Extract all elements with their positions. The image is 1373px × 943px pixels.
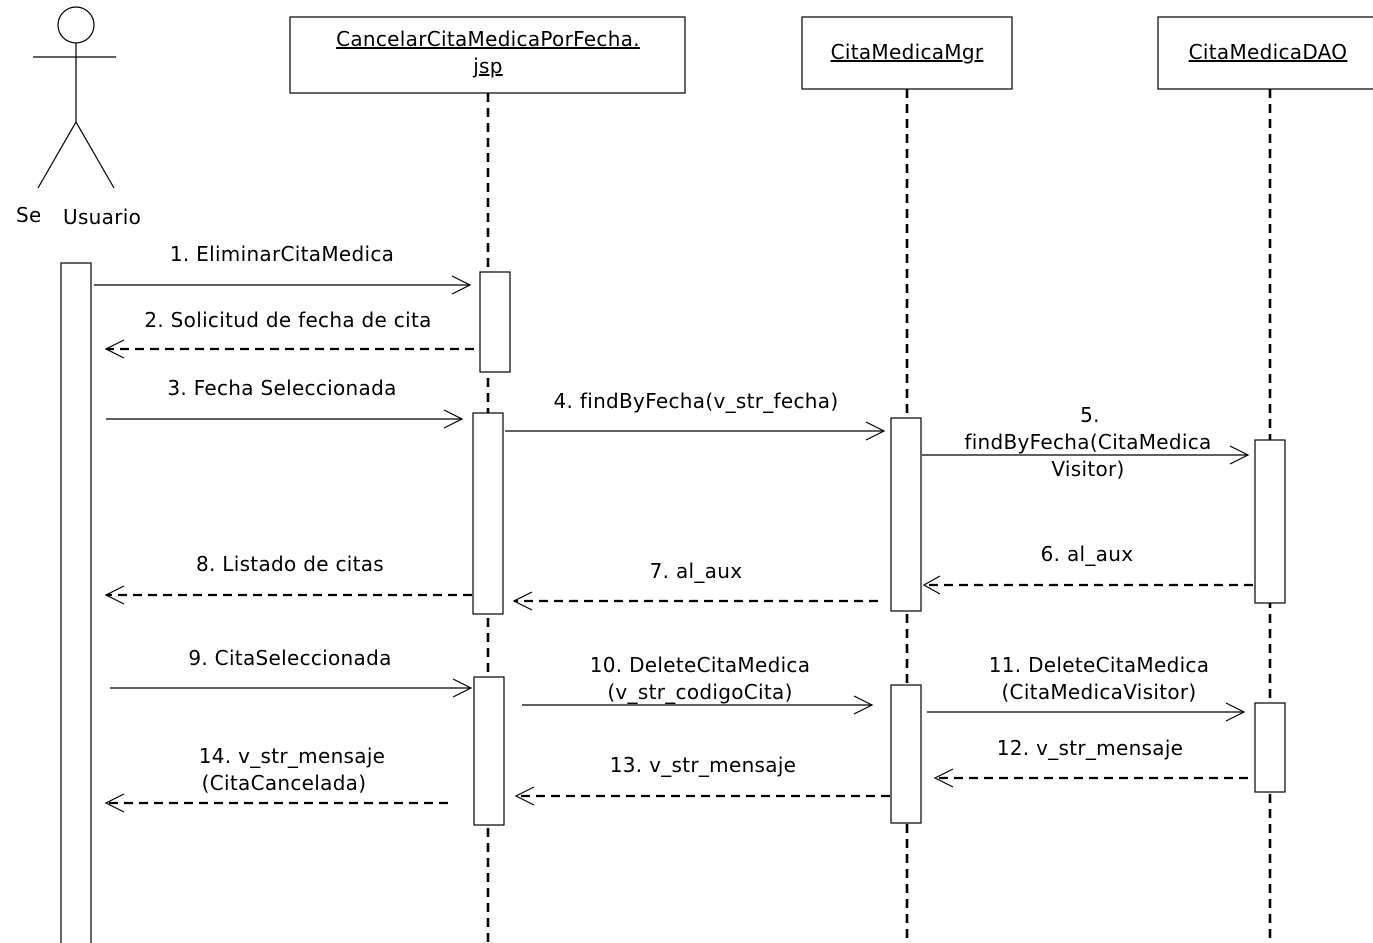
message-8-label: 8. Listado de citas: [196, 552, 384, 576]
message-5-label-3: Visitor): [1051, 457, 1124, 481]
activation-jsp-1: [479, 271, 511, 373]
message-11-label-2: (CitaMedicaVisitor): [1001, 680, 1196, 704]
message-8: 8. Listado de citas: [104, 552, 472, 605]
message-5-label-2: findByFecha(CitaMedica: [964, 430, 1211, 454]
participant-mgr-label: CitaMedicaMgr: [831, 40, 984, 64]
message-10-label-2: (v_str_codigoCita): [607, 680, 792, 704]
activation-dao-2: [1254, 702, 1286, 793]
actor-right-leg: [75, 121, 115, 189]
actor-clipped-label: Se: [16, 203, 42, 227]
actor-activation: [60, 262, 92, 943]
message-7: 7. al_aux: [512, 559, 878, 611]
participant-jsp-line2: jsp: [472, 54, 503, 78]
actor-label: Usuario: [63, 205, 141, 229]
message-5-label-1: 5.: [1080, 403, 1100, 427]
activation-mgr-1: [890, 417, 922, 612]
message-3-label: 3. Fecha Seleccionada: [167, 376, 396, 400]
message-13-label: 13. v_str_mensaje: [610, 753, 797, 777]
message-5: 5. findByFecha(CitaMedica Visitor): [922, 403, 1250, 481]
message-14-label-2: (CitaCancelada): [202, 771, 367, 795]
message-7-label: 7. al_aux: [650, 559, 743, 583]
message-6-label: 6. al_aux: [1041, 542, 1134, 566]
message-9: 9. CitaSeleccionada: [110, 646, 473, 698]
message-9-label: 9. CitaSeleccionada: [188, 646, 391, 670]
actor-head: [57, 6, 95, 44]
message-14-label-1: 14. v_str_mensaje: [199, 744, 386, 768]
message-13: 13. v_str_mensaje: [514, 753, 890, 806]
activation-jsp-2: [472, 412, 504, 615]
actor-figure: [33, 6, 116, 189]
message-1-label: 1. EliminarCitaMedica: [170, 242, 394, 266]
message-2-label: 2. Solicitud de fecha de cita: [144, 308, 431, 332]
message-3: 3. Fecha Seleccionada: [106, 376, 464, 429]
participant-box-mgr: [801, 16, 1013, 90]
message-11-label-1: 11. DeleteCitaMedica: [989, 653, 1210, 677]
participant-dao-label: CitaMedicaDAO: [1189, 40, 1348, 64]
message-12: 12. v_str_mensaje: [933, 736, 1248, 788]
message-6: 6. al_aux: [922, 542, 1253, 595]
participant-box-jsp: [289, 16, 686, 94]
message-14: 14. v_str_mensaje (CitaCancelada): [104, 744, 448, 813]
actor-label-mask: [40, 198, 60, 228]
message-10: 10. DeleteCitaMedica (v_str_codigoCita): [522, 653, 874, 715]
message-2: 2. Solicitud de fecha de cita: [104, 308, 474, 359]
message-11: 11. DeleteCitaMedica (CitaMedicaVisitor): [927, 653, 1246, 722]
message-10-label-1: 10. DeleteCitaMedica: [590, 653, 811, 677]
activation-dao-1: [1254, 439, 1286, 604]
message-4: 4. findByFecha(v_str_fecha): [505, 389, 886, 441]
participant-jsp-line1: CancelarCitaMedicaPorFecha.: [336, 27, 640, 51]
activation-mgr-2: [890, 684, 922, 824]
actor-left-leg: [37, 121, 77, 189]
participant-box-dao: [1157, 16, 1373, 90]
message-12-label: 12. v_str_mensaje: [997, 736, 1184, 760]
message-1: 1. EliminarCitaMedica: [94, 242, 472, 295]
activation-jsp-3: [473, 676, 505, 826]
message-4-label: 4. findByFecha(v_str_fecha): [554, 389, 839, 413]
